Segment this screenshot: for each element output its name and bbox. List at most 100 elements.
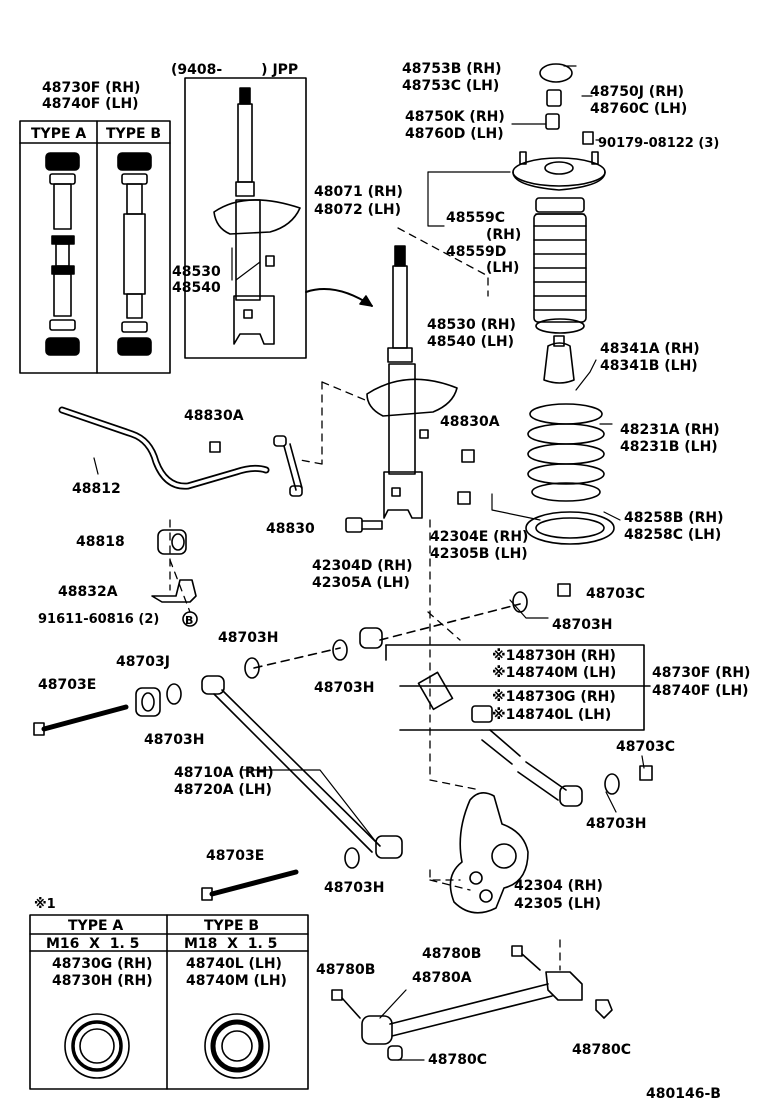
label-48760d: 48760D (LH) bbox=[405, 126, 504, 142]
coil-spring-illustration bbox=[527, 403, 605, 502]
label-48559c-rh: (RH) bbox=[486, 227, 521, 243]
label-48703c-right: 48703C bbox=[616, 739, 675, 755]
label-48341a: 48341A (RH) bbox=[600, 341, 700, 357]
label-48818: 48818 bbox=[76, 534, 125, 550]
label-48720a: 48720A (LH) bbox=[174, 782, 272, 798]
label-48780c-left: 48780C bbox=[428, 1052, 487, 1068]
bolt-b-letter: B bbox=[185, 614, 193, 627]
label-48710a: 48710A (RH) bbox=[174, 765, 274, 781]
bearing-type-a-illustration bbox=[64, 1013, 130, 1079]
label-48740f-lh: 48740F (LH) bbox=[42, 96, 139, 112]
label-90179: 90179-08122 (3) bbox=[598, 136, 719, 151]
label-48730f-rh: 48730F (RH) bbox=[42, 80, 140, 96]
label-48780b-mid: 48780B bbox=[422, 946, 481, 962]
rod-type-box bbox=[19, 120, 171, 374]
diagram-id: 480146-B bbox=[646, 1086, 721, 1102]
label-48231a: 48231A (RH) bbox=[620, 422, 720, 438]
bracket-illustration bbox=[151, 579, 197, 603]
label-48760c: 48760C (LH) bbox=[590, 101, 687, 117]
bushing-48703j bbox=[135, 687, 161, 717]
label-type-a: TYPE A bbox=[31, 126, 86, 142]
label-48530-inset: 48530 bbox=[172, 264, 221, 280]
guide-lines bbox=[169, 227, 561, 971]
label-48559d-lh: (LH) bbox=[486, 260, 519, 276]
long-bolt-illustration bbox=[33, 704, 299, 901]
strut-small-illustration bbox=[213, 87, 301, 345]
lower-arm-illustration bbox=[201, 675, 403, 859]
label-48753c: 48753C (LH) bbox=[402, 78, 499, 94]
lateral-rod-main-illustration bbox=[359, 627, 583, 807]
label-48703h-mid: 48703H bbox=[314, 680, 374, 696]
label-48780c-right: 48780C bbox=[572, 1042, 631, 1058]
note-table bbox=[29, 914, 309, 1090]
table-spec-type-a: M16 X 1. 5 bbox=[46, 936, 139, 952]
label-48530-rh: 48530 (RH) bbox=[427, 317, 516, 333]
label-48830: 48830 bbox=[266, 521, 315, 537]
label-42305: 42305 (LH) bbox=[514, 896, 601, 912]
label-48703h-bottom: 48703H bbox=[324, 880, 384, 896]
label-48703e-left: 48703E bbox=[38, 677, 96, 693]
note-mark: ※1 bbox=[34, 897, 56, 912]
dust-boot-illustration bbox=[533, 197, 587, 334]
label-48830a-right: 48830A bbox=[440, 414, 500, 430]
label-48740f-right: 48740F (LH) bbox=[652, 683, 749, 699]
bearing-type-b-illustration bbox=[204, 1013, 270, 1079]
label-48703e-bottom: 48703E bbox=[206, 848, 264, 864]
label-48258b: 48258B (RH) bbox=[624, 510, 724, 526]
label-48830a-left: 48830A bbox=[184, 408, 244, 424]
label-48540-lh: 48540 (LH) bbox=[427, 334, 514, 350]
upper-support-illustration bbox=[512, 151, 606, 191]
stabilizer-bushing-illustration bbox=[157, 529, 187, 555]
table-spec-type-b: M18 X 1. 5 bbox=[184, 936, 277, 952]
lateral-rod-bracket bbox=[385, 644, 651, 731]
label-48540-inset: 48540 bbox=[172, 280, 221, 296]
label-48730f-right: 48730F (RH) bbox=[652, 665, 750, 681]
label-148730h: ※148730H (RH) bbox=[492, 648, 616, 664]
label-91611: 91611-60816 (2) bbox=[38, 612, 159, 627]
label-48231b: 48231B (LH) bbox=[620, 439, 718, 455]
shock-absorber-illustration bbox=[366, 245, 458, 519]
mount-cap bbox=[539, 63, 573, 83]
jpp-inset-box bbox=[184, 77, 307, 359]
label-148730g: ※148730G (RH) bbox=[492, 689, 616, 705]
label-148740m: ※148740M (LH) bbox=[492, 665, 616, 681]
label-48703h-right-top: 48703H bbox=[552, 617, 612, 633]
table-header-type-a: TYPE A bbox=[68, 918, 123, 934]
label-42304: 42304 (RH) bbox=[514, 878, 603, 894]
table-type-a-part-1: 48730G (RH) bbox=[52, 956, 152, 972]
knuckle-illustration bbox=[449, 792, 529, 914]
rear-arm-illustration bbox=[331, 945, 613, 1061]
label-42304d: 42304D (RH) bbox=[312, 558, 413, 574]
label-jpp: (9408- ) JPP bbox=[171, 62, 298, 78]
label-48559c: 48559C bbox=[446, 210, 505, 226]
label-48750j: 48750J (RH) bbox=[590, 84, 684, 100]
label-48703j: 48703J bbox=[116, 654, 170, 670]
label-148740l: ※148740L (LH) bbox=[492, 707, 611, 723]
table-type-b-part-1: 48740L (LH) bbox=[186, 956, 282, 972]
table-type-a-part-2: 48730H (RH) bbox=[52, 973, 153, 989]
label-48703c-top: 48703C bbox=[586, 586, 645, 602]
label-48703h-right-low: 48703H bbox=[586, 816, 646, 832]
spring-insulator-illustration bbox=[525, 511, 615, 545]
bump-stopper-illustration bbox=[543, 335, 575, 384]
label-48703h-left-top: 48703H bbox=[218, 630, 278, 646]
table-type-b-part-2: 48740M (LH) bbox=[186, 973, 287, 989]
stabilizer-link-illustration bbox=[273, 435, 303, 497]
label-48780b-left: 48780B bbox=[316, 962, 375, 978]
label-type-b: TYPE B bbox=[106, 126, 161, 142]
label-48071: 48071 (RH) bbox=[314, 184, 403, 200]
label-48258c: 48258C (LH) bbox=[624, 527, 721, 543]
label-48753b: 48753B (RH) bbox=[402, 61, 502, 77]
label-48559d: 48559D bbox=[446, 244, 506, 260]
lateral-rod-type-b-illustration bbox=[117, 152, 152, 356]
label-42305b: 42305B (LH) bbox=[430, 546, 528, 562]
label-48812: 48812 bbox=[72, 481, 121, 497]
table-header-type-b: TYPE B bbox=[204, 918, 259, 934]
label-42305a: 42305A (LH) bbox=[312, 575, 410, 591]
leader-lines bbox=[93, 65, 645, 1061]
lateral-rod-type-a-illustration bbox=[45, 152, 80, 356]
label-42304e: 42304E (RH) bbox=[430, 529, 528, 545]
label-48703h-left-low: 48703H bbox=[144, 732, 204, 748]
label-48341b: 48341B (LH) bbox=[600, 358, 698, 374]
